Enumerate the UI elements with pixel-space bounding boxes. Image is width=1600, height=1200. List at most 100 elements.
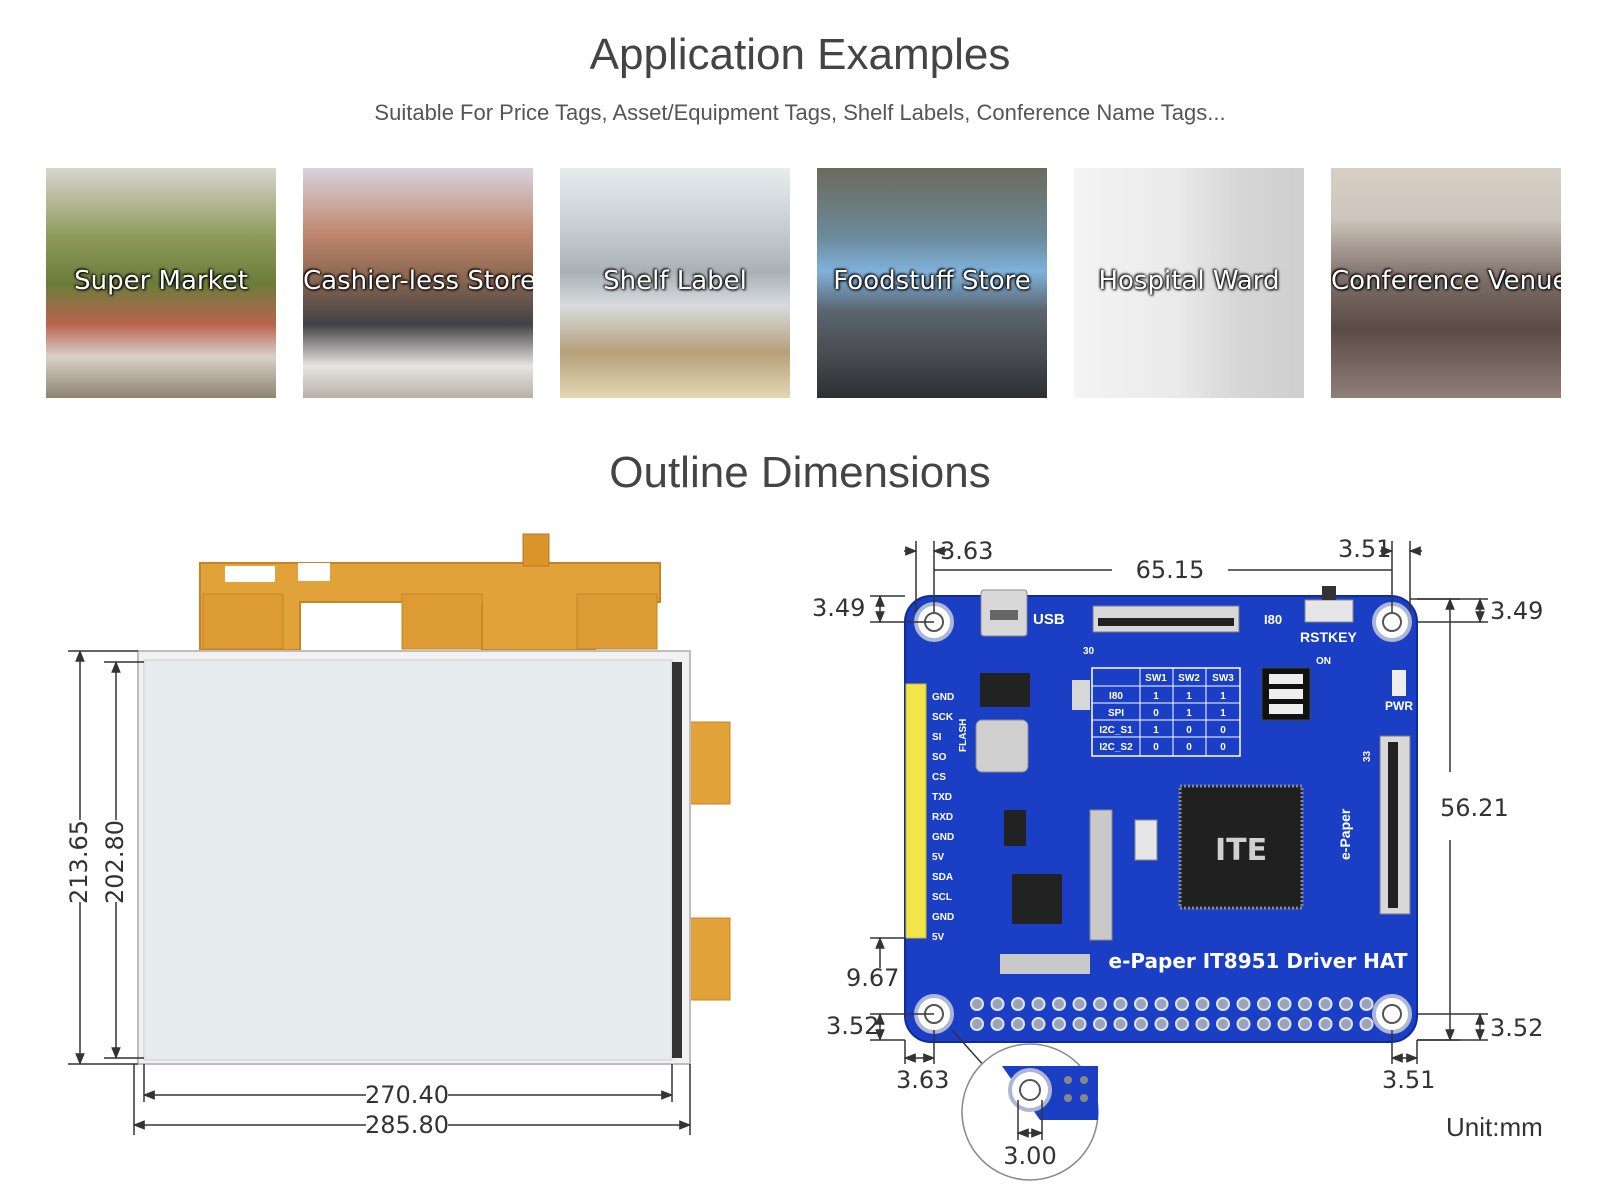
gpio-hole (1236, 997, 1251, 1011)
example-cashier-less-store: Cashier-less Store (303, 168, 533, 398)
dim-connector-offset: 9.67 (846, 964, 899, 992)
usb-label: USB (1033, 611, 1065, 628)
i80-label: I80 (1264, 612, 1282, 627)
gpio-hole (1339, 1017, 1353, 1031)
panel-height-outer: 213.65 (65, 820, 93, 904)
label-bg (62, 820, 94, 902)
epaper-label: e-Paper (1337, 808, 1353, 860)
table-cell: 1 (1186, 708, 1192, 719)
dim-top-width: 65.15 (1136, 556, 1205, 584)
example-label: Hospital Ward (1098, 266, 1280, 296)
panel-width-outer: 285.80 (365, 1111, 449, 1139)
dim-bottom-right-x: 3.51 (1382, 1066, 1435, 1094)
table-cell: 1 (1220, 708, 1226, 719)
reset-button-cap (1322, 586, 1336, 600)
table-cell: 0 (1186, 742, 1192, 753)
dim-bottom-right-y: 3.52 (1490, 1014, 1543, 1042)
example-label: Shelf Label (603, 266, 747, 296)
switch-config-table: SW1 SW2 SW3 I80 1 1 1 SPI 0 1 1 I2C_S1 1… (1091, 667, 1241, 757)
gpio-hole (1072, 997, 1087, 1011)
gpio-hole (970, 997, 984, 1011)
resistor (1072, 680, 1090, 710)
gpio-hole (1318, 1017, 1333, 1031)
board-dimension-lines (870, 541, 1488, 1087)
fpc-socket-slot (1098, 618, 1234, 626)
example-shelf-label: Shelf Label (560, 168, 790, 398)
mounting-hole (1372, 994, 1412, 1034)
epaper-panel (137, 533, 731, 1065)
label-bg (366, 1110, 448, 1138)
table-cell: 1 (1220, 691, 1226, 702)
panel-edge (672, 662, 682, 1058)
regulator (1004, 810, 1026, 846)
gpio-hole (970, 1017, 984, 1031)
mounting-hole-ring (1382, 612, 1402, 632)
flash-label: FLASH (958, 719, 969, 752)
it8951-chip (1178, 784, 1304, 910)
dim-top-left-y: 3.49 (812, 594, 865, 622)
gpio-hole (1113, 1017, 1128, 1031)
pwr-label: PWR (1385, 699, 1413, 713)
driver-hat-board: USB 30 I80 RSTKEY FLASH (904, 586, 1418, 1043)
application-examples-subtitle: Suitable For Price Tags, Asset/Equipment… (374, 100, 1226, 125)
example-label: Cashier-less Store (303, 266, 533, 296)
gpio-hole (1236, 1017, 1251, 1031)
gpio-hole (1257, 1017, 1271, 1031)
dim-top-right-x: 3.51 (1338, 535, 1391, 563)
fpc-sticker (298, 563, 330, 581)
gpio-hole (1298, 1017, 1312, 1031)
resistor-array (1000, 954, 1090, 974)
table-cell: 1 (1153, 725, 1159, 736)
pin-label: GND (932, 832, 954, 843)
rstkey-label: RSTKEY (1300, 629, 1357, 645)
gpio-header-holes (970, 997, 1374, 1031)
fpc-30-label: 30 (1083, 646, 1095, 657)
table-cell: I80 (1109, 691, 1123, 702)
panel-width-inner: 270.40 (365, 1081, 449, 1109)
gpio-hole (1052, 997, 1066, 1011)
gpio-hole (1359, 997, 1374, 1011)
gpio-hole (1031, 997, 1046, 1011)
gpio-hole (1031, 1017, 1046, 1031)
board-name: e-Paper IT8951 Driver HAT (1109, 949, 1408, 973)
fpc-tab (576, 593, 658, 650)
example-label: Super Market (74, 266, 248, 296)
mounting-hole-ring (1382, 1004, 1402, 1024)
switch-on-label: ON (1316, 656, 1331, 667)
gpio-hole (1216, 1017, 1230, 1031)
gpio-hole (1072, 1017, 1087, 1031)
gpio-hole (1195, 997, 1210, 1011)
gpio-hole (1154, 1017, 1169, 1031)
gpio-hole (990, 1017, 1005, 1031)
example-super-market: Super Market (46, 168, 276, 398)
table-cell: 1 (1153, 691, 1159, 702)
fpc-connector (522, 533, 550, 567)
pin-label: CS (932, 772, 946, 783)
application-examples-title: Application Examples (589, 30, 1011, 79)
outline-dimensions-title: Outline Dimensions (609, 448, 991, 497)
gpio-hole (1195, 1017, 1210, 1031)
table-header: SW1 (1145, 673, 1167, 684)
dip-switch-lever (1269, 674, 1303, 684)
crystal (1134, 819, 1158, 861)
pin-label: SI (932, 732, 942, 743)
gpio-hole (1154, 997, 1169, 1011)
flash-chip (980, 673, 1030, 707)
gpio-hole (1052, 1017, 1066, 1031)
gpio-hole (1011, 997, 1025, 1011)
table-cell: 0 (1220, 742, 1226, 753)
pin-label: GND (932, 912, 954, 923)
fpc-tab (401, 593, 483, 650)
panel-height-inner: 202.80 (101, 820, 129, 904)
pin-label: GND (932, 692, 954, 703)
table-cell: I2C_S1 (1099, 725, 1133, 736)
pin-label: TXD (932, 792, 952, 803)
dim-bottom-left-x: 3.63 (896, 1066, 949, 1094)
pin-label: 5V (932, 852, 945, 863)
table-cell: SPI (1108, 708, 1124, 719)
table-cell: 0 (1186, 725, 1192, 736)
dip-switch-lever (1269, 704, 1303, 714)
gpio-hole (1277, 997, 1292, 1011)
gpio-hole (1257, 997, 1271, 1011)
